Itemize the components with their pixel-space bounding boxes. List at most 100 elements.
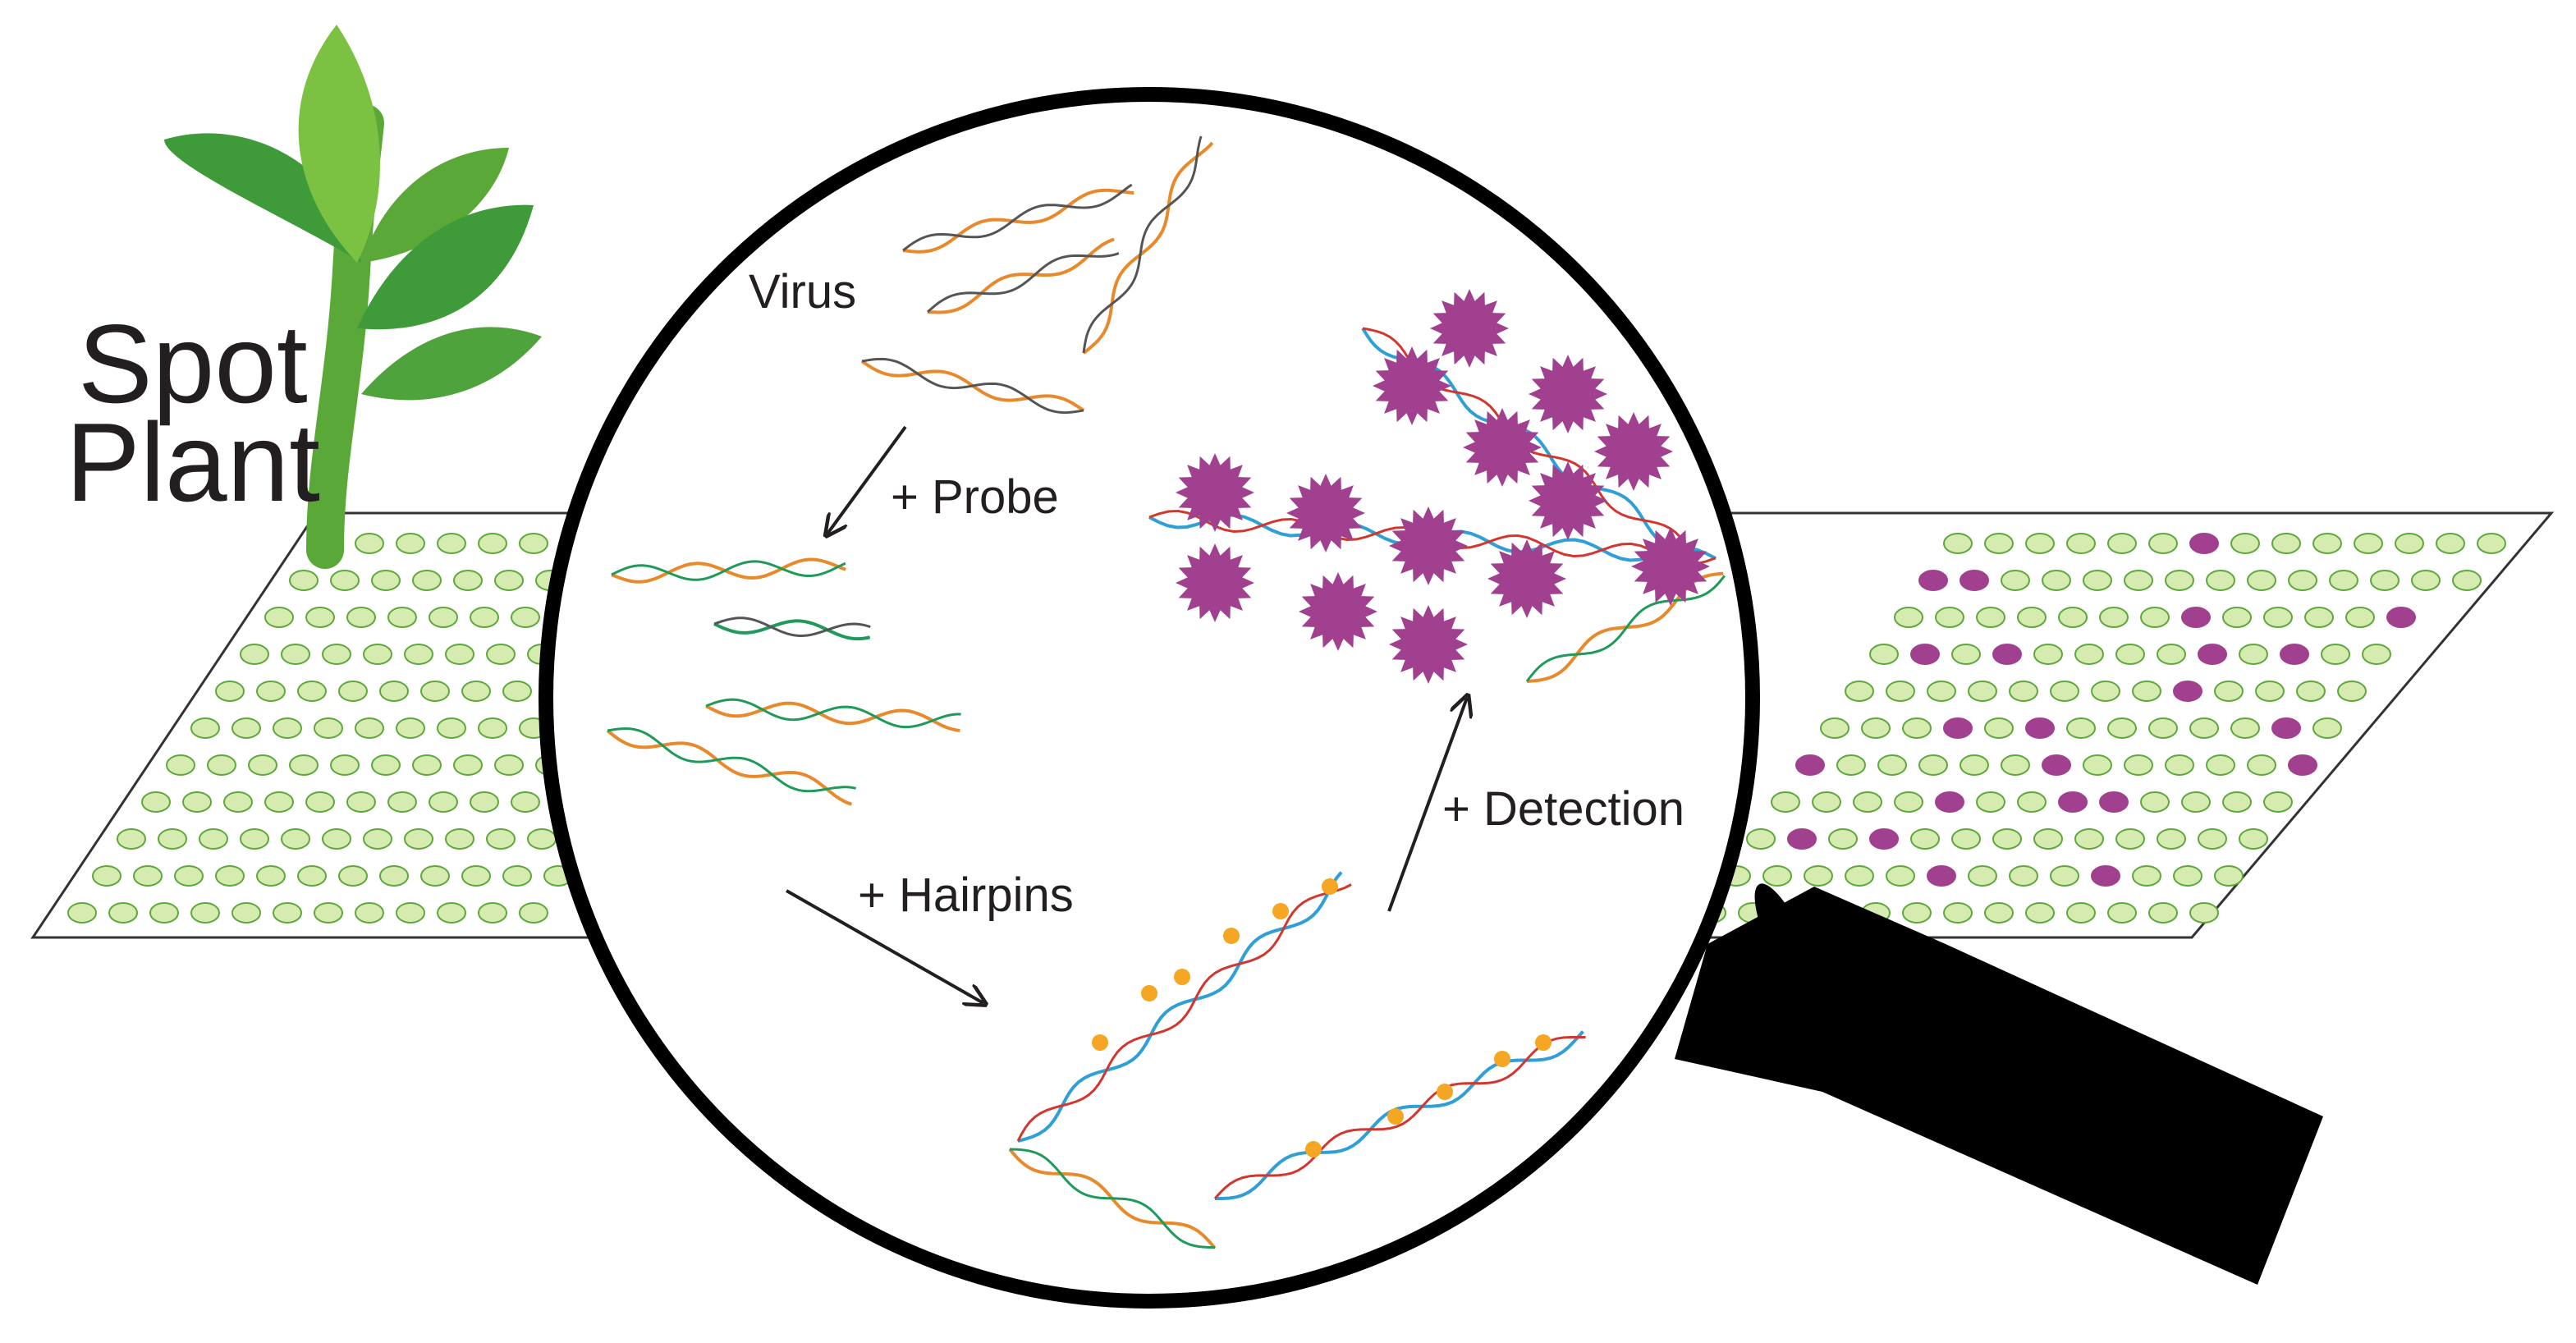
spot — [2157, 828, 2186, 850]
probe-strand — [713, 616, 871, 641]
spot — [1894, 791, 1923, 813]
spot — [2411, 570, 2441, 591]
spot — [2115, 828, 2145, 850]
arrow-icon-hairpins — [786, 889, 983, 1003]
spot — [1804, 865, 1833, 887]
spot — [2091, 681, 2120, 702]
spot-detected — [2198, 644, 2227, 665]
spot-detected — [1927, 865, 1956, 887]
spot — [437, 902, 466, 924]
spot — [1894, 607, 1923, 628]
spot — [2148, 902, 2178, 924]
spot — [2115, 644, 2145, 665]
spot — [2239, 644, 2268, 665]
spot — [2066, 717, 2096, 739]
spot — [231, 902, 261, 924]
spot — [511, 607, 540, 628]
spot — [519, 533, 548, 554]
spot — [2001, 754, 2030, 776]
spot — [470, 607, 499, 628]
spot — [248, 754, 277, 776]
label-marker — [1272, 903, 1289, 919]
probe-strand — [705, 698, 961, 732]
spot — [273, 717, 302, 739]
arrow-icon-probe — [827, 425, 907, 534]
spot-detected — [2058, 791, 2088, 813]
spot — [2337, 681, 2367, 702]
spot — [363, 828, 392, 850]
spot — [1886, 865, 1915, 887]
label-marker — [1322, 878, 1338, 895]
spot — [289, 754, 319, 776]
spot — [420, 681, 450, 702]
spot — [2066, 533, 2096, 554]
spot — [2009, 681, 2038, 702]
spot — [1771, 791, 1800, 813]
spot-detected — [2042, 754, 2071, 776]
spot — [215, 681, 245, 702]
spot — [256, 681, 286, 702]
spot — [2107, 717, 2137, 739]
spot — [486, 828, 516, 850]
spot — [461, 681, 491, 702]
spot — [2074, 644, 2104, 665]
spot — [2477, 533, 2506, 554]
spot — [240, 644, 269, 665]
spot — [355, 717, 384, 739]
spot — [2173, 865, 2202, 887]
detection-signals — [1176, 289, 1710, 684]
spot — [1951, 644, 1981, 665]
spot — [2148, 717, 2178, 739]
spot — [1976, 791, 2005, 813]
spot — [445, 828, 474, 850]
spot — [396, 902, 425, 924]
spot — [1918, 754, 1948, 776]
spot — [396, 717, 425, 739]
spot-detected — [2025, 717, 2055, 739]
spot — [199, 828, 228, 850]
label-hairpins: + Hairpins — [858, 869, 1074, 922]
spot — [2042, 570, 2071, 591]
spot — [2033, 828, 2063, 850]
spot — [371, 570, 401, 591]
spot — [1869, 644, 1899, 665]
spot — [2214, 865, 2244, 887]
logo-text-spot: Spot — [78, 301, 308, 426]
lens-background — [546, 94, 1753, 1301]
spot — [478, 533, 507, 554]
spot — [264, 607, 294, 628]
spot — [2189, 717, 2219, 739]
spot — [1820, 717, 1849, 739]
spot — [322, 644, 351, 665]
starburst-icon — [1389, 605, 1468, 684]
spot — [281, 828, 310, 850]
spot — [470, 791, 499, 813]
spot — [412, 570, 442, 591]
virus-strand — [860, 357, 1085, 415]
spot — [453, 570, 483, 591]
spot-detected — [2280, 644, 2309, 665]
spot-detected — [1960, 570, 1989, 591]
spot — [363, 644, 392, 665]
spot — [2050, 681, 2079, 702]
logo-text-plant: Plant — [66, 400, 320, 525]
spot — [2263, 791, 2293, 813]
spot — [2395, 533, 2424, 554]
spot-detected — [2386, 607, 2416, 628]
spot — [453, 754, 483, 776]
spot — [404, 828, 433, 850]
virus-strand — [927, 237, 1120, 314]
spot — [1886, 681, 1915, 702]
spot — [1845, 681, 1874, 702]
spot — [1877, 754, 1907, 776]
spot — [215, 865, 245, 887]
spot — [314, 902, 343, 924]
spot — [281, 644, 310, 665]
spot-detected — [1935, 791, 1964, 813]
spot — [338, 681, 368, 702]
spot — [1935, 607, 1964, 628]
spot — [117, 828, 146, 850]
spot — [2206, 754, 2235, 776]
spot — [305, 607, 335, 628]
spot — [2321, 644, 2350, 665]
